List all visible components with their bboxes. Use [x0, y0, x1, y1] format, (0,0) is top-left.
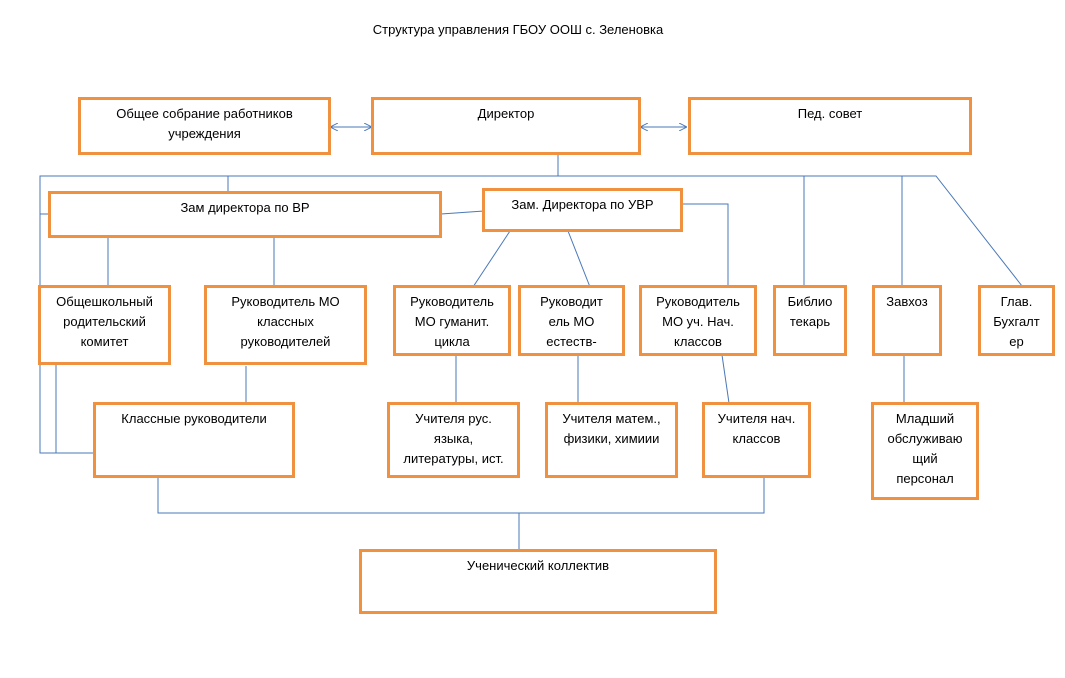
ped-council-box: Пед. совет	[688, 97, 972, 155]
teachers-math-box: Учителя матем., физики, химиии	[545, 402, 678, 478]
mo-humanities-box: Руководитель МО гуманит. цикла	[393, 285, 511, 356]
deputy-vr-box: Зам директора по ВР	[48, 191, 442, 238]
teachers-primary-box: Учителя нач. классов	[702, 402, 811, 478]
chief-accountant-box: Глав. Бухгалт ер	[978, 285, 1055, 356]
class-teachers-box: Классные руководители	[93, 402, 295, 478]
general-meeting-box: Общее собрание работников учреждения	[78, 97, 331, 155]
student-body-box: Ученический коллектив	[359, 549, 717, 614]
mo-primary-box: Руководитель МО уч. Нач. классов	[639, 285, 757, 356]
diagram-title: Структура управления ГБОУ ООШ с. Зеленов…	[372, 22, 664, 37]
deputy-uvr-box: Зам. Директора по УВР	[482, 188, 683, 232]
librarian-box: Библио текарь	[773, 285, 847, 356]
mo-science-box: Руководит ель МО естеств-	[518, 285, 625, 356]
supply-manager-box: Завхоз	[872, 285, 942, 356]
junior-staff-box: Младший обслуживаю щий персонал	[871, 402, 979, 500]
mo-class-heads-box: Руководитель МО классных руководителей	[204, 285, 367, 365]
director-box: Директор	[371, 97, 641, 155]
parent-committee-box: Общешкольный родительский комитет	[38, 285, 171, 365]
teachers-russian-box: Учителя рус. языка, литературы, ист.	[387, 402, 520, 478]
